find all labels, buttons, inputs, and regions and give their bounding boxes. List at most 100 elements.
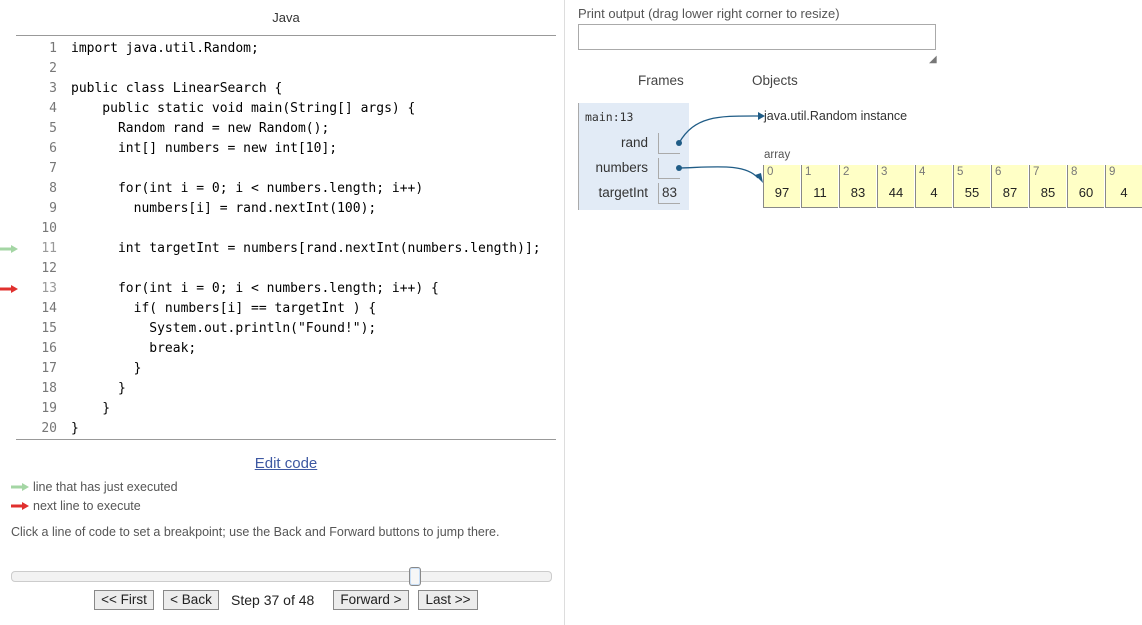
code-text: public class LinearSearch { — [71, 81, 283, 96]
rand-pointer-line — [678, 115, 759, 144]
var-value-targetint: 83 — [662, 185, 678, 200]
back-button[interactable]: < Back — [163, 590, 219, 610]
line-number: 17 — [41, 361, 57, 376]
step-slider-track[interactable] — [11, 571, 552, 582]
line-number: 4 — [49, 101, 57, 116]
forward-button[interactable]: Forward > — [333, 590, 409, 610]
stack-frame — [578, 103, 689, 210]
array-index: 0 — [767, 166, 774, 178]
print-output-box[interactable] — [578, 24, 936, 50]
step-counter: Step 37 of 48 — [231, 592, 315, 608]
red-arrow-icon — [11, 502, 29, 510]
last-button[interactable]: Last >> — [418, 590, 478, 610]
code-text: break; — [71, 341, 197, 356]
code-line[interactable]: 17 } — [16, 359, 556, 379]
array-index: 1 — [805, 166, 812, 178]
rand-pointer-head — [758, 112, 765, 120]
var-slot-numbers — [658, 158, 680, 179]
code-text: } — [71, 421, 79, 436]
code-line[interactable]: 10 — [16, 219, 556, 239]
code-text: Random rand = new Random(); — [71, 121, 330, 136]
random-instance-object: java.util.Random instance — [764, 109, 908, 123]
code-line[interactable]: 14 if( numbers[i] == targetInt ) { — [16, 299, 556, 319]
code-line[interactable]: 6 int[] numbers = new int[10]; — [16, 139, 556, 159]
edit-code-container: Edit code — [0, 455, 572, 472]
legend-next: next line to execute — [11, 498, 311, 514]
code-line[interactable]: 12 — [16, 259, 556, 279]
array-value: 60 — [1078, 185, 1094, 200]
step-slider-handle[interactable] — [409, 567, 421, 586]
breakpoint-hint: Click a line of code to set a breakpoint… — [11, 525, 500, 539]
code-line[interactable]: 13 for(int i = 0; i < numbers.length; i+… — [0, 279, 556, 299]
line-number: 19 — [41, 401, 57, 416]
code-line[interactable]: 5 Random rand = new Random(); — [16, 119, 556, 139]
first-button[interactable]: << First — [94, 590, 154, 610]
language-label: Java — [272, 10, 300, 25]
array-value: 4 — [1120, 185, 1128, 200]
array-index: 7 — [1033, 166, 1040, 178]
legend-executed-label: line that has just executed — [33, 480, 178, 494]
resize-grip-icon[interactable]: ◢ — [929, 54, 937, 65]
code-line[interactable]: 9 numbers[i] = rand.nextInt(100); — [16, 199, 556, 219]
var-slot-rand — [658, 133, 680, 154]
var-name-targetint: targetInt — [598, 185, 648, 200]
code-text: numbers[i] = rand.nextInt(100); — [71, 201, 377, 216]
var-name-numbers: numbers — [595, 160, 648, 175]
green-arrow-icon — [11, 483, 29, 491]
code-line[interactable]: 18 } — [16, 379, 556, 399]
line-number: 2 — [49, 61, 57, 76]
code-line[interactable]: 19 } — [16, 399, 556, 419]
code-line[interactable]: 20} — [16, 419, 556, 439]
array-value: 87 — [1002, 185, 1018, 200]
executed-line-arrow-icon — [0, 245, 18, 253]
legend-executed: line that has just executed — [11, 479, 311, 495]
code-text: if( numbers[i] == targetInt ) { — [71, 301, 377, 316]
line-number: 18 — [41, 381, 57, 396]
line-number: 16 — [41, 341, 57, 356]
code-text: public static void main(String[] args) { — [71, 101, 416, 116]
code-line[interactable]: 8 for(int i = 0; i < numbers.length; i++… — [16, 179, 556, 199]
array-index: 3 — [881, 166, 888, 178]
code-pane — [0, 0, 565, 625]
code-line[interactable]: 4 public static void main(String[] args)… — [16, 99, 556, 119]
next-line-arrow-icon — [0, 285, 18, 293]
code-line[interactable]: 16 break; — [16, 339, 556, 359]
code-line[interactable]: 2 — [16, 59, 556, 79]
array-value: 83 — [850, 185, 866, 200]
line-number: 6 — [49, 141, 57, 156]
numbers-pointer-head — [755, 173, 763, 183]
code-text: int targetInt = numbers[rand.nextInt(num… — [71, 241, 541, 256]
array-index: 4 — [919, 166, 926, 178]
code-text: import java.util.Random; — [71, 41, 259, 56]
code-line[interactable]: 15 System.out.println("Found!"); — [16, 319, 556, 339]
array-index: 2 — [843, 166, 850, 178]
code-text: System.out.println("Found!"); — [71, 321, 377, 336]
code-text: int[] numbers = new int[10]; — [71, 141, 338, 156]
objects-header: Objects — [752, 73, 798, 88]
line-number: 5 — [49, 121, 57, 136]
array-value: 97 — [774, 185, 790, 200]
array-value: 44 — [888, 185, 904, 200]
line-number: 20 — [41, 421, 57, 436]
code-line[interactable]: 11 int targetInt = numbers[rand.nextInt(… — [0, 239, 556, 259]
line-number: 11 — [41, 241, 57, 256]
edit-code-link[interactable]: Edit code — [254, 455, 318, 472]
var-slot-targetint — [658, 183, 680, 204]
code-line[interactable]: 1 import java.util.Random; — [16, 39, 556, 59]
line-number: 1 — [49, 41, 57, 56]
frame-name: main:13 — [585, 110, 634, 124]
pointer-arrows — [676, 112, 765, 183]
array-value: 85 — [1040, 185, 1056, 200]
code-line[interactable]: 7 — [16, 159, 556, 179]
code-text: } — [71, 381, 126, 396]
